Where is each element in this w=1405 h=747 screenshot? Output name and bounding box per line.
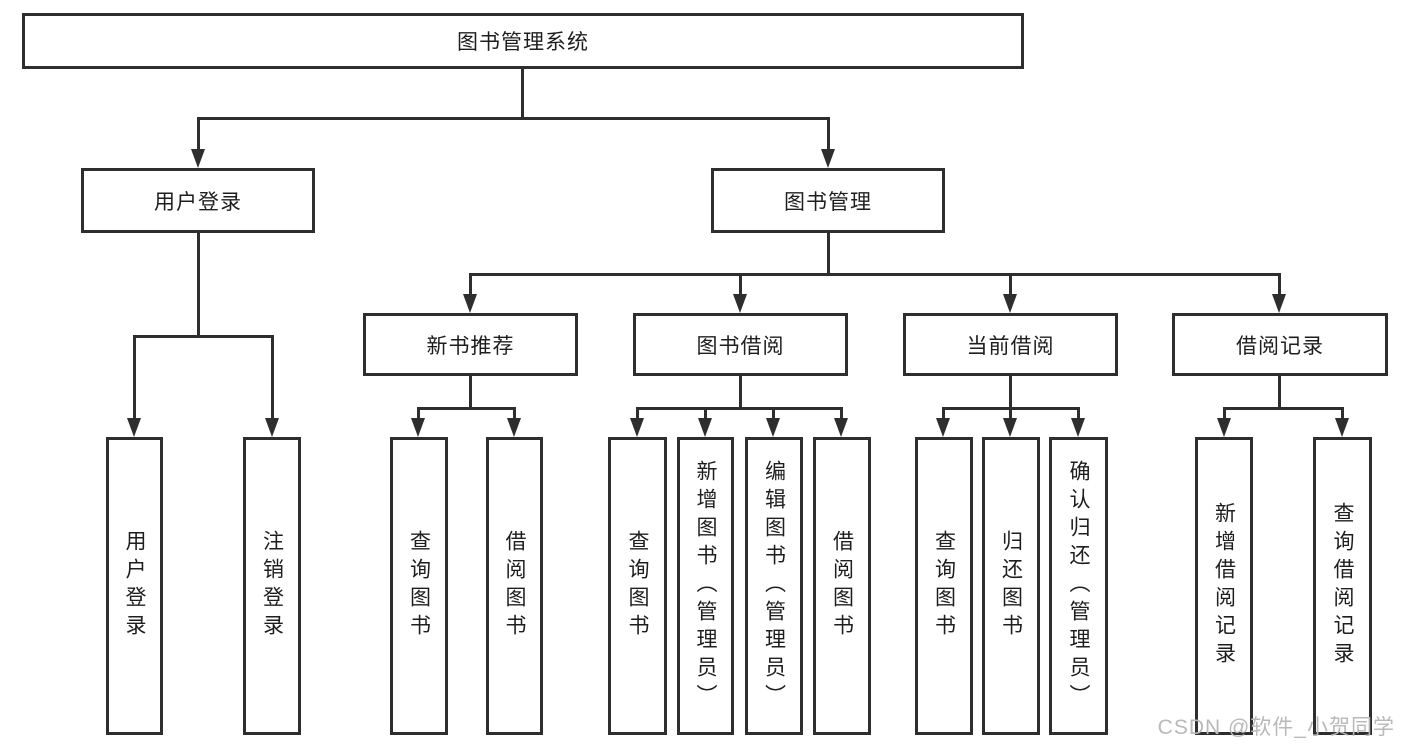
node-new-book-recommend: 新书推荐 [363, 313, 578, 376]
leaf-query-borrow-record-label: 查询借阅记录 [1331, 502, 1354, 670]
connector-to-leaf-add-book [704, 407, 707, 419]
arrowhead-new-book-recommend [463, 294, 477, 313]
leaf-edit-book-admin: 编辑图书（管理员） [745, 437, 803, 735]
leaf-add-book-admin-label: 新增图书（管理员） [694, 460, 717, 712]
connector-root-stem [521, 69, 524, 119]
connector-to-book-management [827, 117, 830, 151]
leaf-borrow-query-book-label: 查询图书 [626, 530, 649, 642]
connector-to-leaf-recommend-query [417, 407, 420, 419]
node-book-management: 图书管理 [711, 168, 945, 233]
connector-user-login-stem [197, 233, 200, 338]
connector-to-leaf-edit-book [772, 407, 775, 419]
leaf-recommend-query-book-label: 查询图书 [407, 530, 431, 642]
leaf-recommend-borrow-book-label: 借阅图书 [503, 530, 526, 642]
connector-to-current-borrow [1009, 273, 1012, 297]
connector-to-leaf-add-record [1223, 407, 1226, 419]
arrowhead-book-borrow [733, 294, 747, 313]
connector-book-management-crossbar [469, 273, 1281, 276]
leaf-borrow-book: 借阅图书 [813, 437, 871, 735]
leaf-recommend-borrow-book: 借阅图书 [486, 437, 543, 735]
leaf-return-book: 归还图书 [982, 437, 1040, 735]
leaf-logout-label: 注销登录 [260, 530, 284, 642]
node-root: 图书管理系统 [22, 13, 1024, 69]
connector-to-leaf-user-login [133, 335, 136, 419]
leaf-confirm-return-admin: 确认归还（管理员） [1049, 437, 1108, 735]
leaf-current-query-book-label: 查询图书 [932, 530, 956, 642]
leaf-confirm-return-admin-label: 确认归还（管理员） [1067, 460, 1090, 712]
connector-to-leaf-borrow-book [840, 407, 843, 419]
leaf-edit-book-admin-label: 编辑图书（管理员） [762, 460, 786, 712]
arrowhead-user-login [191, 149, 205, 168]
connector-borrow-record-crossbar [1223, 407, 1343, 410]
connector-root-crossbar [197, 117, 830, 120]
leaf-recommend-query-book: 查询图书 [390, 437, 448, 735]
connector-to-leaf-query-record [1341, 407, 1344, 419]
connector-borrow-record-stem [1278, 376, 1281, 410]
arrowhead-leaf-add-book [698, 418, 712, 437]
arrowhead-leaf-return-book [1003, 418, 1017, 437]
arrowhead-borrow-record [1272, 294, 1286, 313]
node-current-borrow-label: 当前借阅 [966, 334, 1055, 358]
node-borrow-record: 借阅记录 [1172, 313, 1388, 376]
connector-to-book-borrow [739, 273, 742, 297]
arrowhead-leaf-confirm-return [1071, 418, 1085, 437]
leaf-user-login-label: 用户登录 [123, 530, 146, 642]
connector-current-borrow-stem [1009, 376, 1012, 410]
leaf-add-borrow-record: 新增借阅记录 [1195, 437, 1253, 735]
node-user-login: 用户登录 [81, 168, 315, 233]
arrowhead-leaf-borrow-query [630, 418, 644, 437]
leaf-current-query-book: 查询图书 [915, 437, 973, 735]
node-borrow-record-label: 借阅记录 [1236, 334, 1324, 358]
csdn-watermark: CSDN @软件_小贺同学 [1157, 716, 1395, 739]
leaf-add-borrow-record-label: 新增借阅记录 [1212, 502, 1236, 670]
arrowhead-leaf-edit-book [766, 418, 780, 437]
node-new-book-recommend-label: 新书推荐 [426, 334, 515, 358]
arrowhead-leaf-user-login [127, 418, 141, 437]
leaf-return-book-label: 归还图书 [999, 530, 1023, 642]
connector-to-leaf-borrow-query [636, 407, 639, 419]
connector-recommend-crossbar [417, 407, 516, 410]
leaf-user-login: 用户登录 [106, 437, 163, 735]
arrowhead-leaf-recommend-borrow [507, 418, 521, 437]
node-book-borrow-label: 图书借阅 [696, 334, 785, 358]
connector-to-leaf-return-book [1009, 407, 1012, 419]
node-book-borrow: 图书借阅 [633, 313, 848, 376]
arrowhead-leaf-recommend-query [411, 418, 425, 437]
connector-user-login-crossbar [133, 335, 274, 338]
arrowhead-leaf-query-record [1335, 418, 1349, 437]
leaf-add-book-admin: 新增图书（管理员） [677, 437, 734, 735]
connector-to-leaf-logout [271, 335, 274, 419]
leaf-logout: 注销登录 [243, 437, 301, 735]
connector-book-borrow-stem [739, 376, 742, 410]
leaf-query-borrow-record: 查询借阅记录 [1313, 437, 1372, 735]
connector-to-leaf-confirm-return [1077, 407, 1080, 419]
arrowhead-book-management [821, 149, 835, 168]
node-current-borrow: 当前借阅 [903, 313, 1118, 376]
leaf-borrow-book-label: 借阅图书 [830, 530, 854, 642]
connector-book-borrow-crossbar [636, 407, 842, 410]
connector-to-borrow-record [1278, 273, 1281, 297]
node-root-label: 图书管理系统 [457, 31, 589, 54]
connector-to-leaf-current-query [942, 407, 945, 419]
connector-recommend-stem [469, 376, 472, 410]
arrowhead-leaf-logout [265, 418, 279, 437]
connector-to-leaf-recommend-borrow [513, 407, 516, 419]
arrowhead-leaf-add-record [1217, 418, 1231, 437]
connector-to-user-login [197, 117, 200, 151]
arrowhead-leaf-current-query [936, 418, 950, 437]
node-book-management-label: 图书管理 [784, 190, 872, 214]
arrowhead-current-borrow [1003, 294, 1017, 313]
connector-to-new-book-recommend [469, 273, 472, 297]
arrowhead-leaf-borrow-book [834, 418, 848, 437]
connector-book-management-stem [827, 233, 830, 276]
node-user-login-label: 用户登录 [154, 190, 242, 214]
leaf-borrow-query-book: 查询图书 [608, 437, 667, 735]
